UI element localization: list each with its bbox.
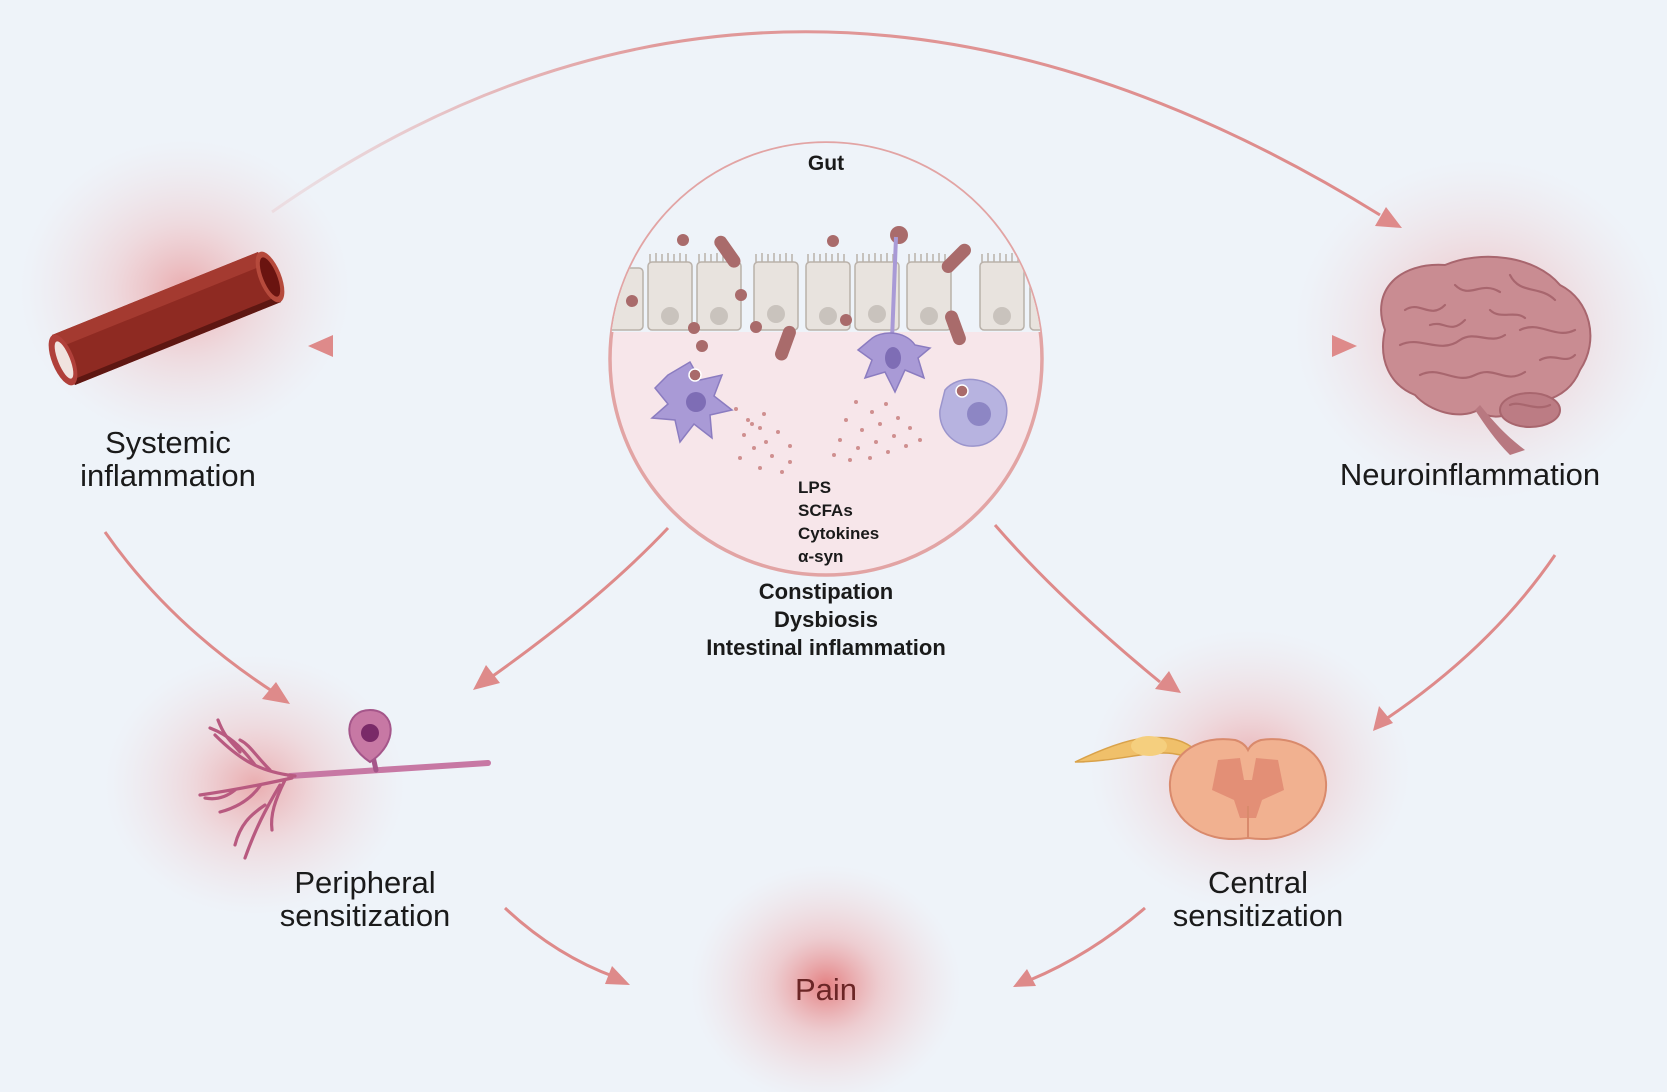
molecule-scfas: SCFAs (798, 501, 853, 520)
systemic-label-line1: Systemic (105, 425, 231, 460)
arrowhead-pain-right (1013, 969, 1036, 987)
pain-label: Pain (794, 972, 858, 1007)
sensory-neuron-icon (198, 708, 491, 860)
condition-dysbiosis: Dysbiosis (774, 607, 878, 632)
arrowhead-central-left (1155, 671, 1181, 693)
arrowhead-peripheral-left (262, 682, 290, 704)
arrowhead-systemic (308, 335, 333, 357)
blood-vessel-icon (48, 251, 285, 386)
spinal-cord-icon (1074, 736, 1328, 840)
central-sensitization-label: Central sensitization (1148, 866, 1368, 932)
molecule-cytokines: Cytokines (798, 524, 880, 543)
systemic-inflammation-label: Systemic inflammation (58, 426, 278, 492)
peripheral-label-line1: Peripheral (294, 865, 436, 900)
brain-icon (1380, 255, 1592, 455)
condition-constipation: Constipation (758, 579, 894, 604)
arrowhead-peripheral-right (473, 665, 500, 690)
arrow-gut-to-central (993, 524, 1161, 684)
gut-conditions-list: Constipation Dysbiosis Intestinal inflam… (676, 578, 976, 662)
neuroinflammation-label: Neuroinflammation (1339, 457, 1601, 492)
arrowheads (262, 207, 1402, 987)
arrowhead-neuro-side (1332, 335, 1357, 357)
arrow-peripheral-to-pain (503, 906, 616, 979)
arrowhead-neuro-top (1375, 207, 1402, 228)
molecule-lps: LPS (798, 478, 832, 497)
central-label-line1: Central (1208, 865, 1308, 900)
pain-glow (691, 865, 961, 1092)
arrows (103, 30, 1557, 982)
arrow-systemic-to-peripheral (103, 531, 276, 695)
molecule-alpha-syn: α-syn (798, 547, 844, 566)
arrow-central-to-pain (1029, 906, 1146, 982)
arrow-gut-to-peripheral (489, 526, 670, 680)
condition-intestinal-inflammation: Intestinal inflammation (706, 635, 946, 660)
arrow-neuro-to-central (1379, 554, 1557, 725)
arrow-systemic-to-neuro (271, 30, 1381, 217)
peripheral-label-line2: sensitization (279, 898, 451, 933)
intestinal-epithelium-icon (610, 253, 1042, 331)
peripheral-sensitization-label: Peripheral sensitization (255, 866, 475, 932)
arrowhead-pain-left (605, 966, 630, 985)
gut-molecule-list: LPS SCFAs Cytokines α-syn (798, 476, 879, 568)
central-label-line2: sensitization (1172, 898, 1344, 933)
systemic-label-line2: inflammation (80, 458, 256, 493)
gut-panel (608, 141, 1044, 577)
gut-title: Gut (807, 152, 845, 175)
arrowhead-central-right (1373, 706, 1393, 731)
molecule-dots (734, 400, 922, 474)
immune-cell-icon (650, 236, 1008, 447)
